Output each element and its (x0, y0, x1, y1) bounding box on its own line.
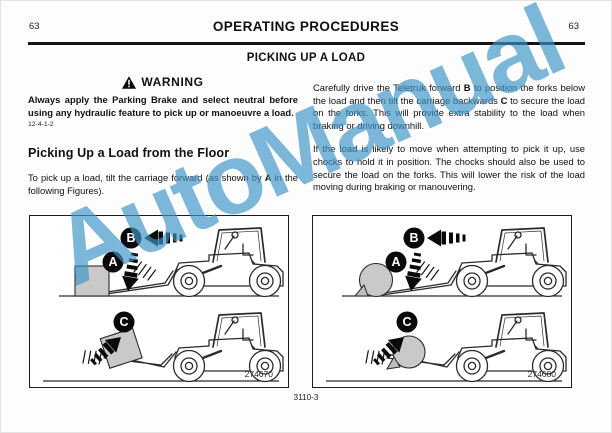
page-number-left: 63 (29, 21, 40, 32)
badge-C: C (396, 311, 418, 333)
speed-lines-icon (416, 261, 440, 281)
warning-header: WARNING (28, 74, 298, 90)
load-drum (353, 262, 394, 298)
procedure-paragraph-1: Carefully drive the Teletruk forward B t… (313, 82, 585, 131)
subsection-heading: Picking Up a Load from the Floor (28, 146, 230, 161)
section-title: PICKING UP A LOAD (246, 52, 366, 64)
badge-C: C (113, 311, 135, 333)
badge-A: A (102, 251, 124, 273)
speed-lines-icon (133, 261, 157, 281)
motion-arrow-icon (405, 252, 422, 291)
svg-text:C: C (402, 315, 411, 329)
forklift-illustration (103, 312, 284, 383)
forklift-illustration (381, 227, 567, 298)
figure-drum-load: B A C (312, 215, 572, 388)
badge-B: B (403, 227, 425, 249)
figure-illustration: B A C (43, 227, 284, 383)
warning-triangle-icon (122, 75, 137, 89)
svg-text:A: A (391, 255, 400, 269)
chock-icon (386, 356, 401, 370)
warning-text: Always apply the Parking Brake and selec… (28, 94, 298, 118)
intro-paragraph: To pick up a load, tilt the carriage for… (28, 172, 298, 196)
speed-lines-icon (365, 350, 386, 365)
forklift-illustration (98, 227, 284, 298)
load-box (74, 265, 110, 297)
motion-arrow-icon (144, 229, 183, 247)
motion-arrow-icon (427, 229, 466, 247)
svg-text:B: B (409, 231, 418, 245)
motion-arrow-icon (373, 337, 404, 366)
figure-number: 274680 (528, 369, 557, 379)
page-title: OPERATING PROCEDURES (212, 19, 400, 34)
warning-label: WARNING (141, 75, 204, 89)
page-number-right: 63 (568, 21, 579, 32)
forklift-illustration (386, 312, 567, 383)
figure-illustration: B A C (326, 227, 567, 383)
right-column: Carefully drive the Teletruk forward B t… (313, 82, 585, 205)
badge-A: A (385, 251, 407, 273)
speed-lines-icon (82, 350, 103, 365)
motion-arrow-icon (122, 252, 139, 291)
motion-arrow-icon (90, 337, 121, 366)
header-rule (28, 42, 585, 45)
footer-document-code: 3110-3 (293, 393, 319, 402)
svg-text:B: B (126, 231, 135, 245)
figure-box-load: B A C (29, 215, 289, 388)
svg-text:C: C (119, 315, 128, 329)
chock-icon (353, 284, 369, 297)
procedure-paragraph-2: If the load is likely to move when attem… (313, 143, 585, 193)
warning-ref-code: 12-4-1-2 (28, 121, 54, 129)
svg-text:A: A (108, 255, 117, 269)
badge-B: B (120, 227, 142, 249)
figure-number: 274670 (245, 369, 274, 379)
left-column: WARNING Always apply the Parking Brake a… (28, 74, 298, 208)
